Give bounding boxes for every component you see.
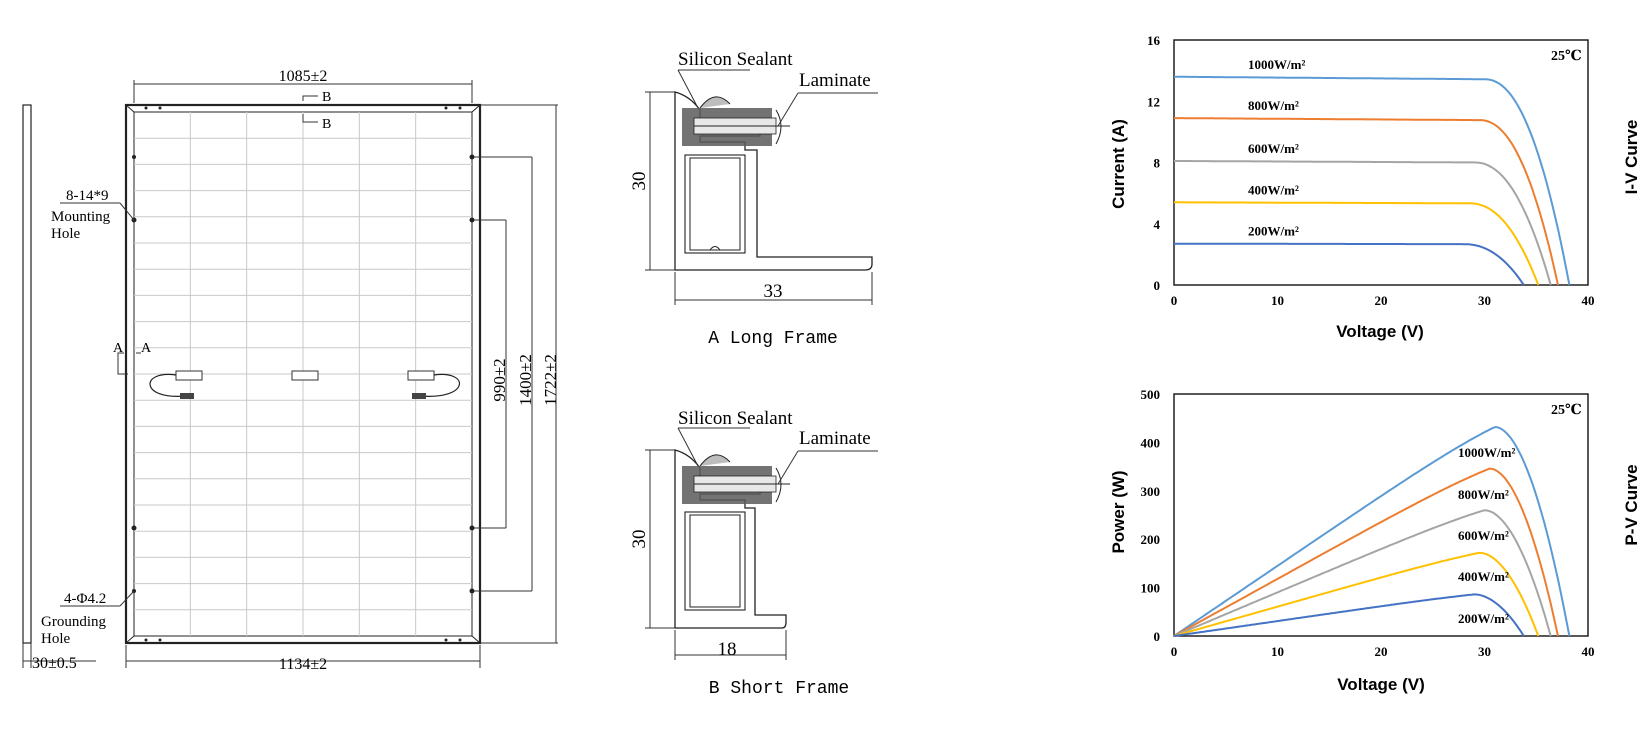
junction-boxes [149, 370, 461, 399]
pv-series-label: 200W/m² [1458, 611, 1509, 626]
iv-chart-title: I-V Curve [1622, 120, 1641, 195]
panel-side-profile [22, 104, 32, 644]
pv-x-axis-label: Voltage (V) [1337, 675, 1425, 694]
y-tick-label: 4 [1154, 217, 1161, 232]
x-tick-label: 30 [1478, 293, 1491, 308]
pv-series-2 [1173, 509, 1552, 637]
section-b-mark-bottom: B [322, 117, 331, 132]
mounting-hole-label-1: Mounting [51, 209, 111, 225]
grounding-hole-label-1: Grounding [41, 614, 106, 630]
iv-series-group [1174, 75, 1571, 286]
mounting-holes [131, 106, 475, 642]
x-tick-label: 0 [1171, 644, 1178, 659]
long-frame-section: Silicon Sealant Laminate 30 33 A Long Fr… [629, 49, 878, 349]
pv-series-label: 600W/m² [1458, 528, 1509, 543]
iv-temperature-label: 25℃ [1551, 49, 1582, 64]
iv-series-label: 600W/m² [1248, 141, 1299, 156]
iv-series-labels: 1000W/m² 800W/m² 600W/m² 400W/m² 200W/m² [1248, 57, 1305, 239]
height-990-label: 990±2 [490, 358, 509, 401]
pv-temperature-label: 25℃ [1551, 403, 1582, 418]
section-b-mark-top: B [322, 90, 331, 105]
top-width-label: 1085±2 [279, 68, 328, 85]
short-frame-caption: B Short Frame [709, 679, 849, 699]
iv-x-axis-label: Voltage (V) [1336, 322, 1424, 341]
pv-series-group [1173, 425, 1571, 637]
pv-series-3 [1173, 551, 1540, 637]
y-tick-label: 0 [1154, 278, 1161, 293]
iv-series-label: 400W/m² [1248, 182, 1299, 197]
mounting-hole-label-2: Hole [51, 226, 81, 242]
x-tick-label: 0 [1171, 293, 1178, 308]
height-1722-label: 1722±2 [541, 354, 560, 406]
bottom-width-label: 1134±2 [279, 656, 327, 673]
grounding-hole-label-2: Hole [41, 631, 71, 647]
iv-series-0 [1174, 75, 1571, 286]
x-tick-label: 40 [1582, 644, 1595, 659]
short-frame-width-label: 18 [718, 639, 737, 660]
long-frame-sealant-label: Silicon Sealant [678, 49, 793, 70]
thickness-label: 30±0.5 [32, 655, 77, 672]
section-a-mark-left: A [113, 341, 124, 356]
pv-series-label: 1000W/m² [1458, 445, 1515, 460]
x-tick-label: 10 [1271, 644, 1284, 659]
pv-chart-title: P-V Curve [1622, 464, 1641, 545]
pv-series-4 [1173, 593, 1525, 637]
y-tick-label: 0 [1154, 629, 1161, 644]
y-tick-label: 400 [1141, 435, 1161, 450]
long-frame-height-label: 30 [629, 172, 650, 191]
x-tick-label: 30 [1478, 644, 1491, 659]
section-a-mark-right: A [141, 341, 152, 356]
pv-plot-frame [1173, 393, 1589, 637]
x-tick-label: 10 [1271, 293, 1284, 308]
pv-series-label: 800W/m² [1458, 487, 1509, 502]
height-1400-label: 1400±2 [516, 354, 535, 406]
iv-series-label: 800W/m² [1248, 98, 1299, 113]
panel-drawing: 30±0.5 [22, 68, 560, 673]
y-tick-label: 300 [1141, 484, 1161, 499]
pv-series-0 [1173, 425, 1571, 637]
iv-series-label: 1000W/m² [1248, 57, 1305, 72]
x-tick-label: 20 [1375, 644, 1388, 659]
iv-plot-frame [1173, 39, 1589, 286]
y-tick-label: 8 [1154, 156, 1161, 171]
y-tick-label: 12 [1147, 94, 1160, 109]
short-frame-height-label: 30 [629, 530, 650, 549]
iv-series-3 [1174, 201, 1540, 286]
y-tick-label: 200 [1141, 532, 1161, 547]
pv-y-axis-label: Power (W) [1109, 470, 1128, 553]
mounting-hole-spec: 8-14*9 [66, 188, 109, 204]
y-tick-label: 500 [1141, 387, 1161, 402]
pv-series-label: 400W/m² [1458, 569, 1509, 584]
pv-series-1 [1173, 467, 1559, 637]
iv-tick-labels: 0 10 20 30 40 0 4 8 12 16 [1147, 33, 1595, 308]
long-frame-laminate-label: Laminate [799, 70, 871, 91]
long-frame-caption: A Long Frame [708, 329, 838, 349]
iv-series-2 [1174, 160, 1552, 286]
x-tick-label: 40 [1582, 293, 1595, 308]
pv-series-labels: 1000W/m² 800W/m² 600W/m² 400W/m² 200W/m² [1458, 445, 1515, 626]
iv-chart: 0 10 20 30 40 0 4 8 12 16 1000W/m² 800W/m² 600W/m² 4… [1109, 33, 1641, 341]
grounding-hole-spec: 4-Φ4.2 [64, 591, 106, 607]
iv-series-4 [1174, 242, 1525, 286]
short-frame-section: Silicon Sealant Laminate 30 18 B Short F… [629, 408, 878, 699]
iv-series-1 [1174, 117, 1559, 286]
long-frame-width-label: 33 [764, 281, 783, 302]
y-tick-label: 16 [1147, 33, 1161, 48]
short-frame-laminate-label: Laminate [799, 428, 871, 449]
iv-y-axis-label: Current (A) [1109, 119, 1128, 209]
short-frame-sealant-label: Silicon Sealant [678, 408, 793, 429]
iv-series-label: 200W/m² [1248, 224, 1299, 239]
x-tick-label: 20 [1375, 293, 1388, 308]
y-tick-label: 100 [1141, 581, 1161, 596]
